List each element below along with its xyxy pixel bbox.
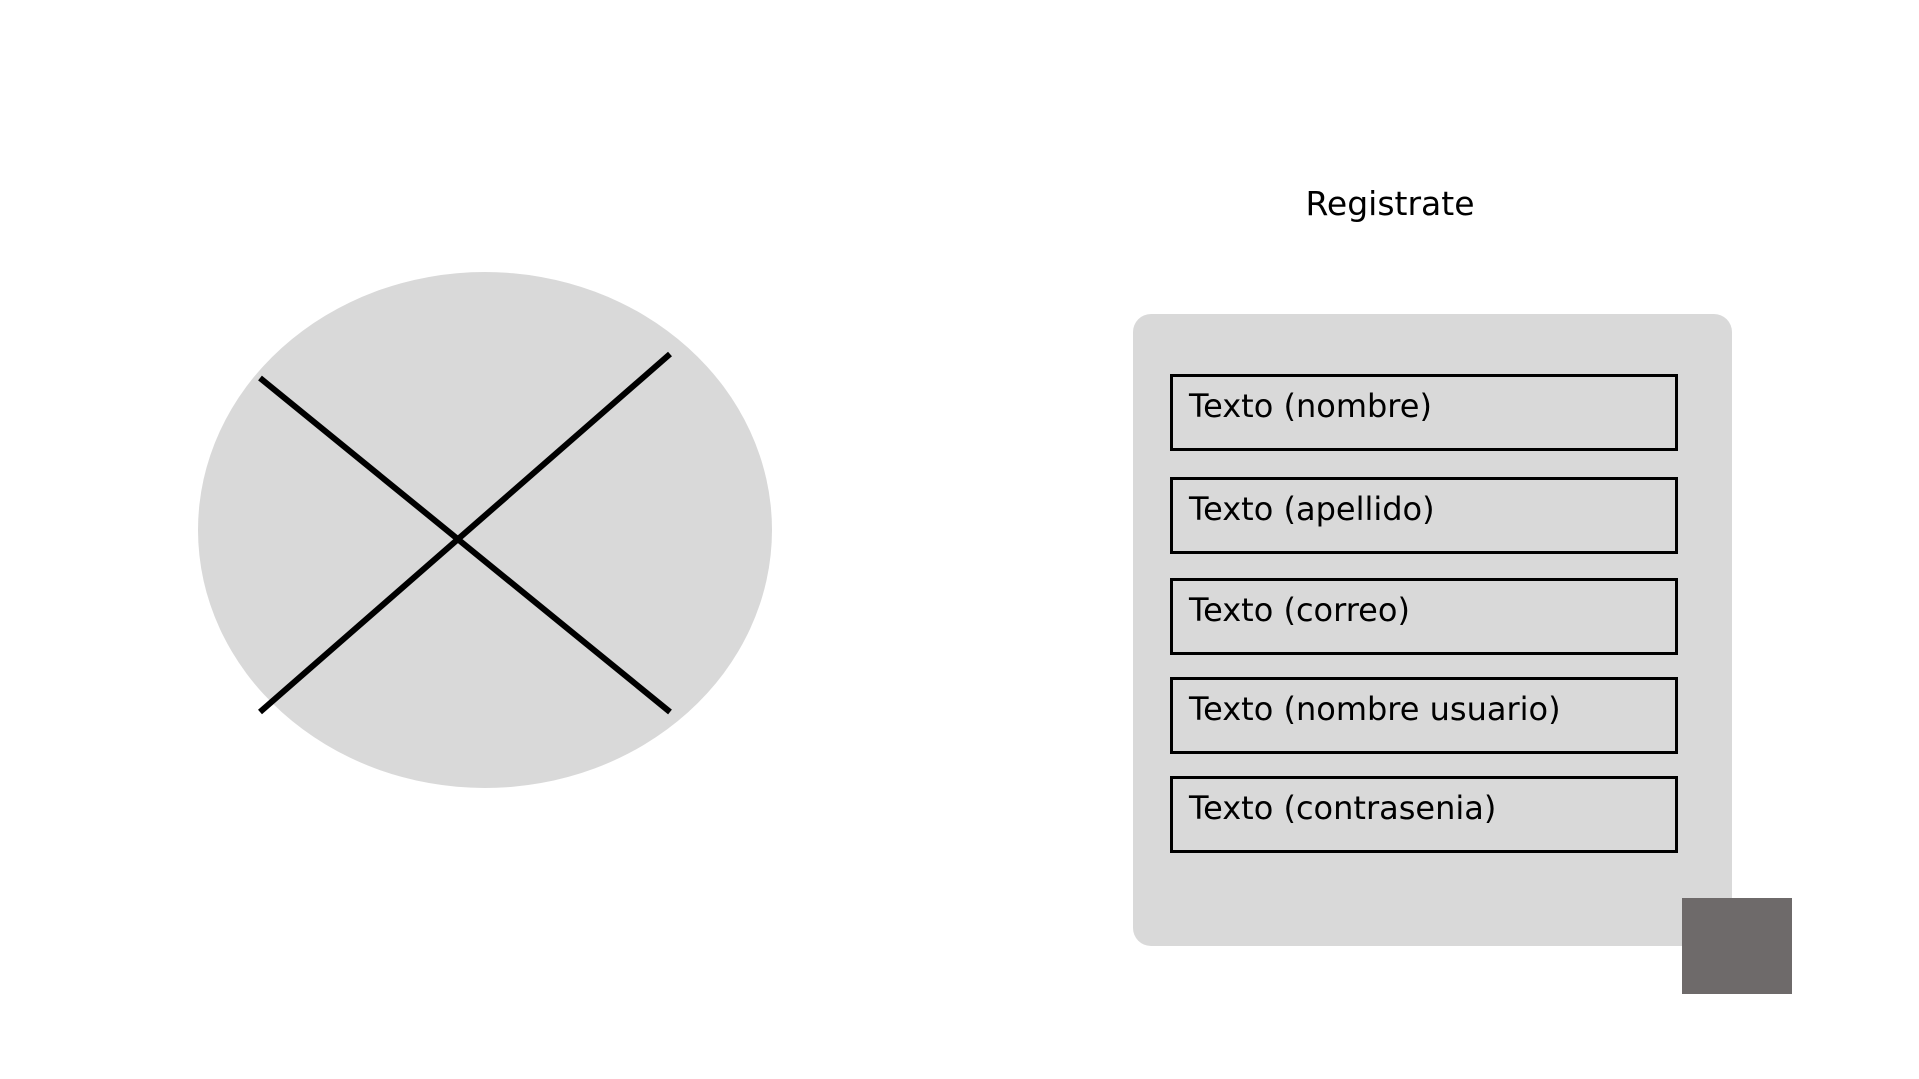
username-field[interactable]: Texto (nombre usuario) [1170, 677, 1678, 754]
username-field-placeholder: Texto (nombre usuario) [1189, 690, 1561, 728]
password-field[interactable]: Texto (contrasenia) [1170, 776, 1678, 853]
image-placeholder-x-icon [198, 272, 772, 788]
page-title: Registrate [1305, 184, 1475, 223]
image-placeholder [198, 272, 772, 788]
name-field-placeholder: Texto (nombre) [1189, 387, 1432, 425]
placeholder-line-diagonal-up [258, 351, 672, 715]
surname-field-placeholder: Texto (apellido) [1189, 490, 1435, 528]
submit-button[interactable] [1682, 898, 1792, 994]
surname-field[interactable]: Texto (apellido) [1170, 477, 1678, 554]
email-field[interactable]: Texto (correo) [1170, 578, 1678, 655]
placeholder-ellipse [198, 272, 772, 788]
registration-form-panel: Texto (nombre) Texto (apellido) Texto (c… [1133, 314, 1732, 946]
password-field-placeholder: Texto (contrasenia) [1189, 789, 1497, 827]
placeholder-line-diagonal-down [258, 375, 672, 715]
email-field-placeholder: Texto (correo) [1189, 591, 1410, 629]
name-field[interactable]: Texto (nombre) [1170, 374, 1678, 451]
